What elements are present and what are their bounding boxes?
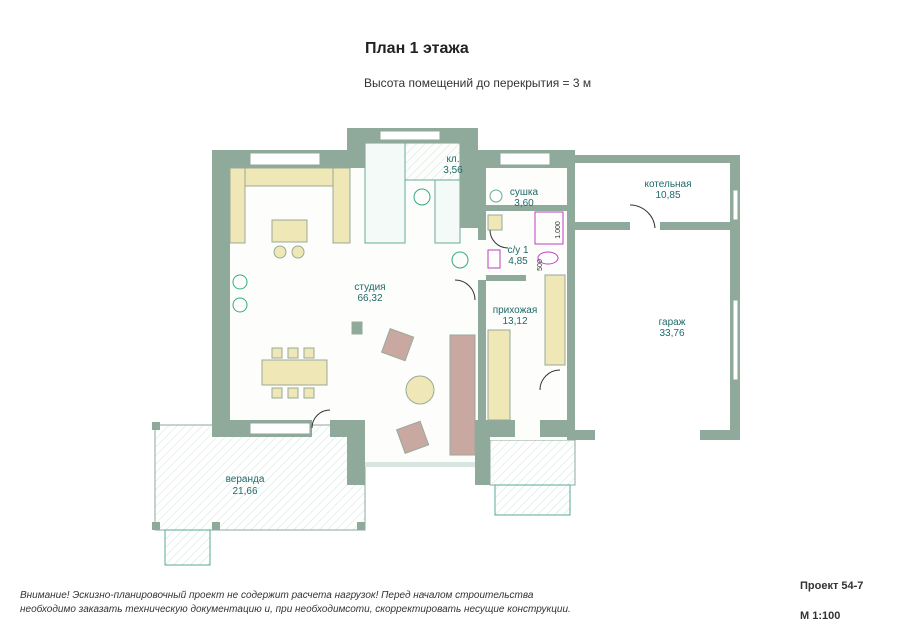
plumbing	[487, 189, 564, 269]
pantry-area: 3,56	[443, 165, 463, 176]
studio-area: 66,32	[357, 293, 382, 304]
coffee-table	[405, 375, 435, 405]
drying-label: сушка	[510, 187, 539, 198]
svg-text:500: 500	[537, 259, 544, 271]
project-number: Проект 54-7	[800, 580, 864, 592]
sofa	[449, 334, 476, 456]
disclaimer-line: необходимо заказать техническую документ…	[20, 604, 571, 615]
windows	[249, 130, 739, 435]
garage-area: 33,76	[659, 328, 684, 339]
armchair	[380, 328, 415, 362]
hall-label: прихожая	[493, 305, 538, 316]
pantry-label: кл.	[446, 154, 459, 165]
plants	[232, 188, 469, 313]
toilet	[537, 251, 559, 265]
furniture	[229, 167, 566, 456]
kitchen-counter	[229, 167, 351, 187]
hall-bench	[487, 329, 511, 421]
svg-text:21,66: 21,66	[232, 486, 257, 497]
doors	[311, 204, 656, 429]
plan-title: План 1 этажа	[365, 40, 469, 57]
dryer	[489, 189, 503, 203]
disclaimer-note: Внимание! Эскизно-планировочный проект н…	[20, 589, 571, 617]
staircase	[364, 142, 461, 244]
room-labels: студия 66,32 кл. 3,56 сушка 3,60 с/у 1 4…	[354, 154, 691, 339]
veranda: веранда 21,66	[152, 422, 366, 566]
dining-table	[261, 359, 328, 386]
kitchen-island	[271, 219, 308, 243]
armchair	[395, 420, 430, 454]
drawing-scale: М 1:100	[800, 610, 841, 622]
drying-area: 3,60	[514, 198, 534, 209]
sink	[487, 249, 501, 269]
boiler-area: 10,85	[655, 190, 680, 201]
bathroom-area: 4,85	[508, 256, 528, 267]
washer	[487, 214, 503, 231]
garage-label: гараж	[659, 317, 686, 328]
ceiling-height-note: Высота помещений до перекрытия = 3 м	[364, 76, 592, 90]
boiler-label: котельная	[644, 179, 691, 190]
wardrobe	[544, 274, 566, 366]
disclaimer-line: Внимание! Эскизно-планировочный проект н…	[20, 590, 534, 601]
column	[351, 321, 363, 335]
hall-area: 13,12	[502, 316, 527, 327]
chairs	[271, 245, 315, 399]
svg-text:1.000: 1.000	[555, 221, 562, 239]
veranda-steps	[164, 529, 211, 566]
bathroom-label: с/у 1	[507, 245, 529, 256]
porch-steps	[494, 484, 571, 516]
svg-text:веранда: веранда	[226, 474, 265, 485]
studio-label: студия	[354, 282, 385, 293]
shower	[534, 211, 564, 245]
entry-porch	[489, 439, 576, 516]
